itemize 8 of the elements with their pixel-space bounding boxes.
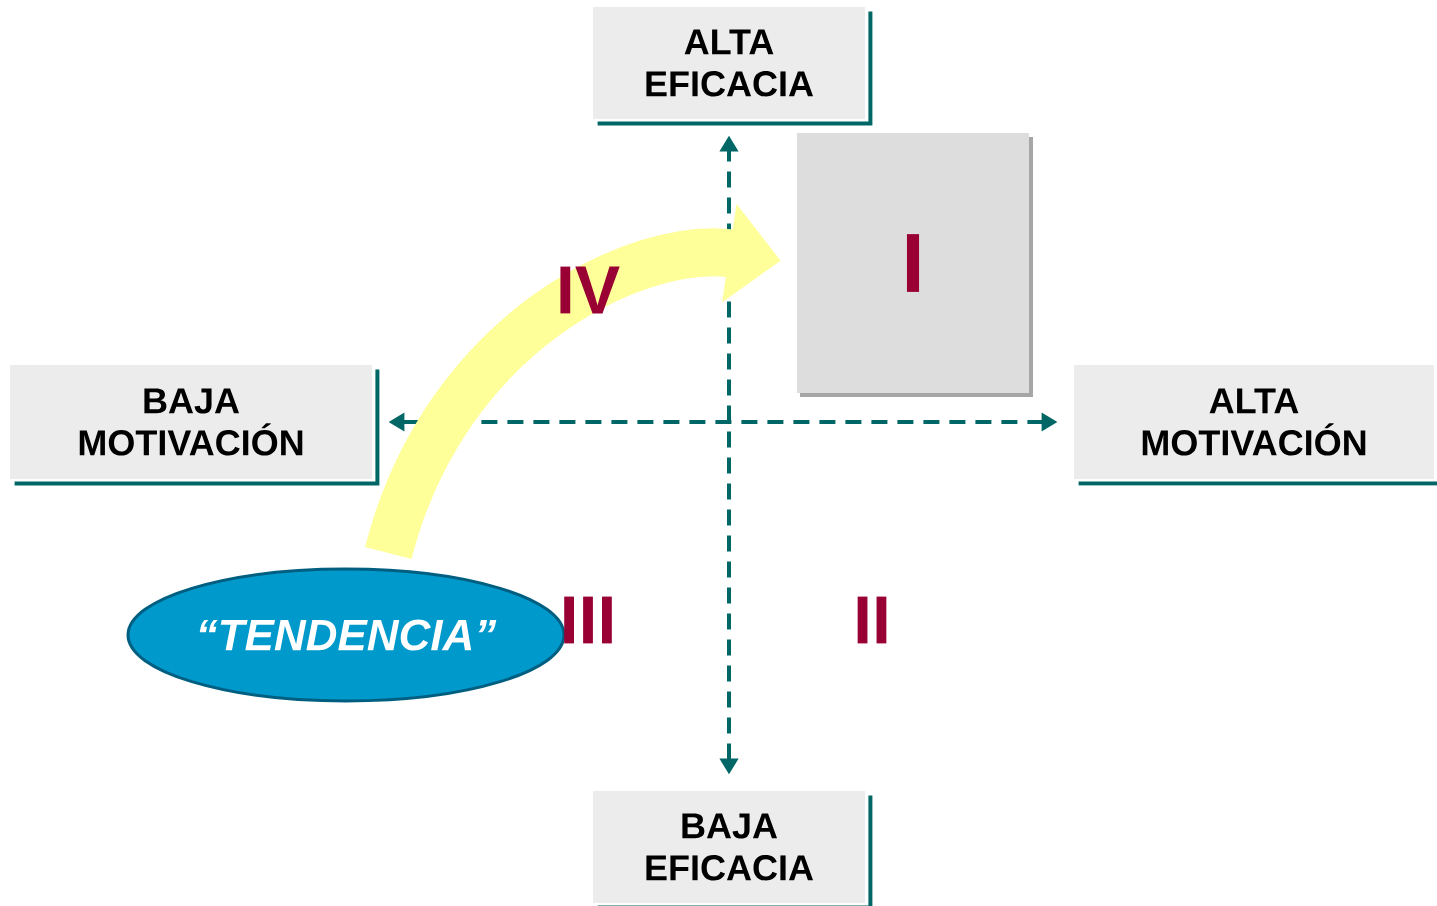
label-box: ALTA EFICACIA bbox=[593, 7, 873, 126]
quadrant-numeral: III bbox=[564, 596, 612, 644]
quadrant-box: I bbox=[797, 133, 1033, 397]
label-box: BAJA EFICACIA bbox=[593, 791, 873, 906]
quadrant-numeral: II bbox=[857, 596, 887, 644]
quadrant-numeral: IV bbox=[560, 266, 620, 314]
label-box: ALTA MOTIVACIÓN bbox=[1074, 365, 1437, 486]
label-box: BAJA MOTIVACIÓN bbox=[10, 365, 380, 486]
